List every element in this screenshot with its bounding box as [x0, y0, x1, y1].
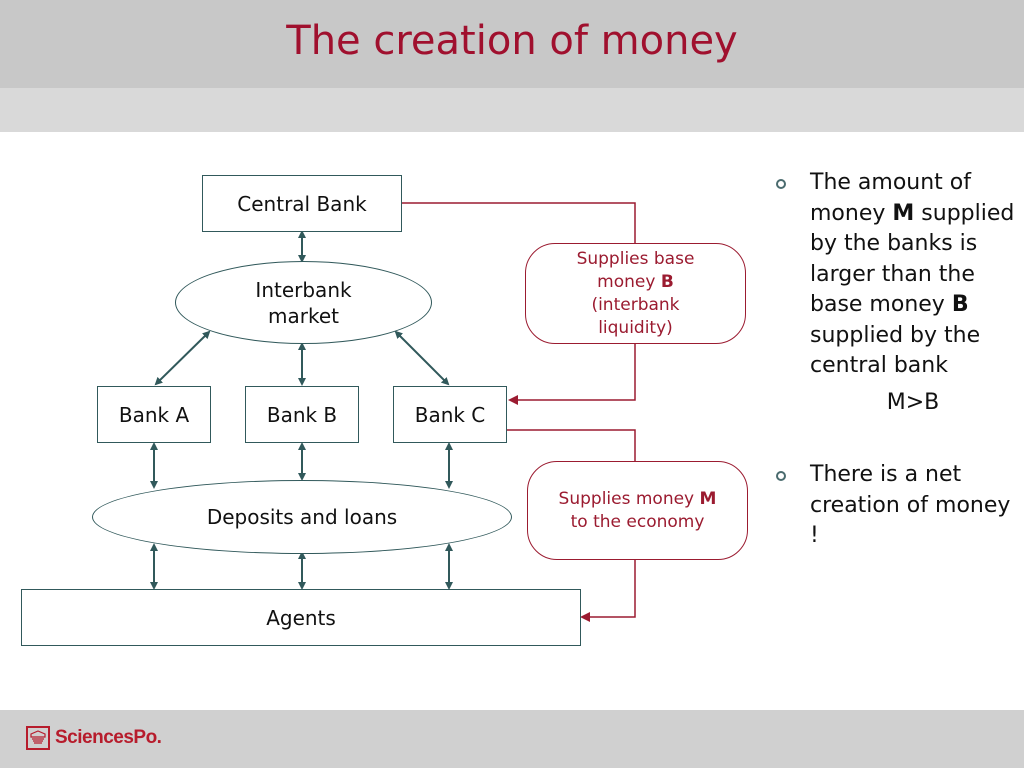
supplies-money-symbol: M: [699, 488, 717, 509]
formula-m-greater-b: M>B: [886, 389, 940, 415]
sciencespo-emblem-icon: [26, 726, 50, 750]
title-bar: [0, 0, 1024, 88]
bank-c-label: Bank C: [414, 402, 486, 427]
bullet-circle-icon: [776, 179, 786, 189]
interbank-market-ellipse: Interbank market: [175, 261, 432, 344]
money-creation-diagram: Central Bank Interbank market Bank A Ban…: [0, 132, 1024, 710]
interbank-label-line2: market: [268, 303, 339, 328]
bank-a-label: Bank A: [118, 402, 190, 427]
supplies-money-line2: to the economy: [570, 511, 705, 532]
bank-b-box: Bank B: [245, 386, 359, 443]
bank-b-label: Bank B: [266, 402, 338, 427]
bullet-item-net-creation: There is a net creation of money !: [776, 460, 1016, 552]
arrow-interbank-bank-a: [154, 330, 211, 386]
supplies-money-box: Supplies money M to the economy: [527, 461, 748, 560]
bullet-list: The amount of money M supplied by the ba…: [776, 168, 1016, 552]
footer-bar: [0, 710, 1024, 768]
central-bank-box: Central Bank: [202, 175, 402, 232]
supplies-base-symbol: B: [660, 271, 674, 292]
deposits-loans-ellipse: Deposits and loans: [92, 480, 512, 554]
title-subbar: [0, 88, 1024, 132]
supplies-base-money-box: Supplies base money B (interbank liquidi…: [525, 243, 746, 344]
slide-title: The creation of money: [286, 18, 738, 64]
deposits-loans-label: Deposits and loans: [206, 505, 398, 529]
supplies-base-line1: Supplies base: [576, 248, 695, 269]
supplies-base-line2: money: [597, 271, 656, 292]
bullet-item-money-supply: The amount of money M supplied by the ba…: [776, 168, 1016, 382]
arrow-interbank-bank-c: [394, 330, 450, 386]
sciencespo-wordmark: SciencesPo.: [55, 727, 162, 748]
supplies-base-line4: liquidity): [598, 317, 673, 338]
agents-box: Agents: [21, 589, 581, 646]
bullet-circle-icon: [776, 471, 786, 481]
bank-c-box: Bank C: [393, 386, 507, 443]
central-bank-label: Central Bank: [237, 191, 367, 216]
bank-a-box: Bank A: [97, 386, 211, 443]
supplies-money-line1: Supplies money: [558, 488, 695, 509]
sciencespo-logo: SciencesPo.: [26, 726, 162, 750]
interbank-label-line1: Interbank: [255, 277, 352, 302]
supplies-base-line3: (interbank: [591, 294, 680, 315]
agents-label: Agents: [266, 605, 336, 630]
